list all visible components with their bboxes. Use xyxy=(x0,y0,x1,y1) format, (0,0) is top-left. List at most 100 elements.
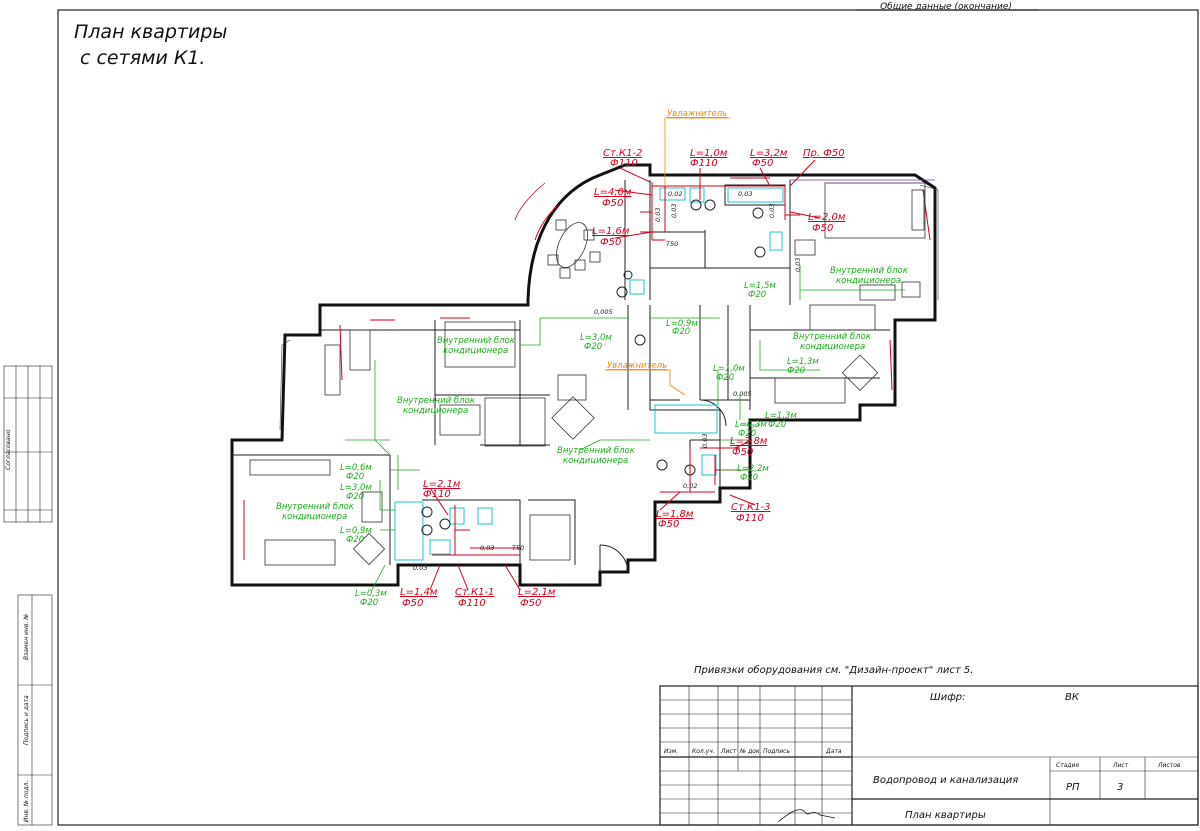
outer-walls xyxy=(230,163,937,587)
svg-text:L=1,5м: L=1,5м xyxy=(744,281,776,291)
slope-5: 0,03 xyxy=(768,204,776,218)
svg-text:L=1,4м: L=1,4м xyxy=(400,587,438,598)
side-replace: Взамен инв. № xyxy=(23,614,30,660)
svg-text:Внутренний блок: Внутренний блок xyxy=(437,336,516,346)
cipher-value: ВК xyxy=(1065,692,1080,703)
sheet-frame xyxy=(57,9,1199,826)
svg-text:Ф20: Ф20 xyxy=(748,290,766,300)
svg-text:Подпись: Подпись xyxy=(763,748,790,755)
svg-text:Ф110: Ф110 xyxy=(610,158,638,169)
label-l21b: L=2,1м Ф50 xyxy=(518,587,556,609)
svg-text:L=4,0м: L=4,0м xyxy=(594,187,632,198)
svg-text:Ф50: Ф50 xyxy=(520,598,541,609)
system-name: Водопровод и канализация xyxy=(873,775,1018,786)
svg-text:L=3,0м: L=3,0м xyxy=(580,333,612,343)
svg-text:Стадия: Стадия xyxy=(1056,762,1079,769)
label-l32: L=3,2м Ф50 xyxy=(750,148,788,169)
pipe-labels: Ст.К1-2 Ф110 L=1,0м Ф110 L=3,2м Ф50 Пр. … xyxy=(400,148,846,609)
plan-title-line2: с сетями К1. xyxy=(80,47,205,69)
slope-8: 0,005 xyxy=(733,390,752,398)
svg-text:Ф110: Ф110 xyxy=(690,158,718,169)
stage-value: РП xyxy=(1066,782,1080,793)
svg-text:кондиционера: кондиционера xyxy=(836,276,901,286)
svg-text:Ф20: Ф20 xyxy=(346,472,364,482)
sheet-value: 3 xyxy=(1117,782,1123,793)
label-stk1-1: Ст.К1-1 Ф110 xyxy=(455,587,494,609)
furniture xyxy=(249,182,926,566)
slope-9: 0,02 xyxy=(683,482,697,490)
svg-text:Ф110: Ф110 xyxy=(458,598,486,609)
svg-text:Ф20: Ф20 xyxy=(738,429,756,439)
svg-text:L=0,3м: L=0,3м xyxy=(735,420,767,430)
slope-2: 0,03 xyxy=(670,204,678,218)
svg-text:Ст.К1-3: Ст.К1-3 xyxy=(731,502,770,513)
svg-text:Ф20: Ф20 xyxy=(360,598,378,608)
slope-4: 0,03 xyxy=(738,190,752,198)
svg-text:L=1,6м: L=1,6м xyxy=(592,226,630,237)
continuation-header: Общие данные (окончание) xyxy=(880,2,1012,12)
label-l10: L=1,0м Ф110 xyxy=(690,148,728,169)
condensate-lines xyxy=(345,265,905,591)
slope-10: 0,03 xyxy=(413,564,427,572)
label-l16: L=1,6м Ф50 xyxy=(592,226,630,248)
svg-text:Внутренний блок: Внутренний блок xyxy=(793,332,872,342)
svg-text:L=1,0м: L=1,0м xyxy=(690,148,728,159)
humidifier-lines xyxy=(605,117,730,396)
svg-text:Ф50: Ф50 xyxy=(732,447,753,458)
svg-text:Ст.К1-2: Ст.К1-2 xyxy=(603,148,642,159)
svg-text:Лист: Лист xyxy=(720,748,737,755)
stamp-plan-title: План квартиры xyxy=(905,810,986,821)
svg-text:Ф20: Ф20 xyxy=(346,492,364,502)
svg-text:Ф20: Ф20 xyxy=(584,342,602,352)
svg-text:L=1,8м: L=1,8м xyxy=(656,509,694,520)
svg-text:Лист: Лист xyxy=(1112,762,1129,769)
svg-text:L=1,3м: L=1,3м xyxy=(765,411,797,421)
svg-text:кондиционера: кондиционера xyxy=(800,342,865,352)
svg-text:Листов: Листов xyxy=(1157,762,1181,769)
svg-text:кондиционера: кондиционера xyxy=(563,456,628,466)
cipher-label: Шифр: xyxy=(930,692,965,703)
slope-3: 0,03 xyxy=(654,208,662,222)
svg-text:L=3,2м: L=3,2м xyxy=(750,148,788,159)
ac-label-center: Внутренний блок кондиционера xyxy=(557,446,636,466)
side-inv-orig: Инв. № подл. xyxy=(23,781,30,822)
svg-text:Ф50: Ф50 xyxy=(600,237,621,248)
svg-text:Ф110: Ф110 xyxy=(736,513,764,524)
plumbing-fixtures xyxy=(394,187,784,561)
svg-text:Ф20: Ф20 xyxy=(716,373,734,383)
svg-text:Ф110: Ф110 xyxy=(423,489,451,500)
svg-text:Ф20: Ф20 xyxy=(768,420,786,430)
svg-text:L=2,1м: L=2,1м xyxy=(423,479,461,490)
slope-labels: 0,02 0,03 0,03 0,03 0,03 0,005 0,03 0,00… xyxy=(413,190,802,572)
svg-text:L=2,1м: L=2,1м xyxy=(518,587,556,598)
slope-12: 0,03 xyxy=(794,258,802,272)
svg-text:Изм.: Изм. xyxy=(664,748,678,755)
svg-text:Внутренний блок: Внутренний блок xyxy=(830,266,909,276)
side-stamp: Согласовано Взамен инв. № Подпись и дата… xyxy=(3,365,53,826)
label-l20: L=2,0м Ф50 xyxy=(808,212,846,234)
side-sign-date: Подпись и дата xyxy=(23,695,30,745)
svg-text:Ф50: Ф50 xyxy=(402,598,423,609)
ac-label-living-1: Внутренний блок кондиционера xyxy=(437,336,516,356)
label-l28: L=2,8м Ф50 xyxy=(730,436,768,458)
side-agreed: Согласовано xyxy=(5,429,12,470)
slope-1: 0,02 xyxy=(668,190,682,198)
svg-text:Т50: Т50 xyxy=(512,544,524,552)
svg-text:кондиционера: кондиционера xyxy=(282,512,347,522)
svg-text:Пр. Ф50: Пр. Ф50 xyxy=(803,148,845,159)
label-pr50: Пр. Ф50 xyxy=(803,148,845,159)
label-stk1-3: Ст.К1-3 Ф110 xyxy=(731,502,770,524)
ac-label-living-2: Внутренний блок кондиционера xyxy=(397,396,476,416)
svg-text:Внутренний блок: Внутренний блок xyxy=(397,396,476,406)
label-l21a: L=2,1м Ф110 xyxy=(423,479,461,500)
plan-title-line1: План квартиры xyxy=(74,21,227,43)
ac-label-e: Внутренний блок кондиционера xyxy=(793,332,872,352)
svg-text:L=0,9м: L=0,9м xyxy=(666,319,698,329)
humidifier-label-2: Увлажнитель xyxy=(607,361,667,371)
svg-text:Т50: Т50 xyxy=(666,240,678,248)
label-l40: L=4,0м Ф50 xyxy=(594,187,632,209)
svg-text:Ст.К1-1: Ст.К1-1 xyxy=(455,587,494,598)
svg-text:L=2,0м: L=2,0м xyxy=(808,212,846,223)
svg-text:Ф20: Ф20 xyxy=(740,473,758,483)
